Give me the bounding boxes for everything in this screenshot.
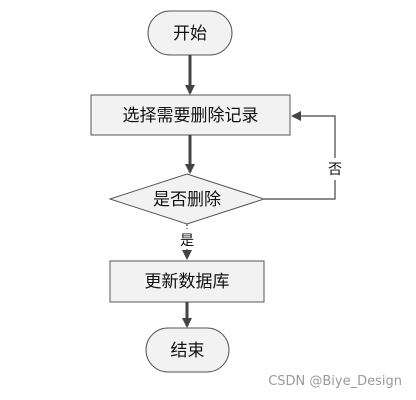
start-node: 开始 (147, 10, 233, 56)
select-record-label: 选择需要删除记录 (123, 106, 259, 126)
watermark-text: CSDN @Biye_Design (268, 374, 402, 389)
end-label: 结束 (171, 341, 205, 361)
start-label: 开始 (173, 24, 207, 44)
end-node: 结束 (145, 327, 230, 373)
arrow-no-loop (264, 111, 336, 200)
yes-label-bg (176, 229, 198, 249)
select-record-node: 选择需要删除记录 (90, 94, 291, 136)
select-record-shape (90, 94, 291, 136)
no-label-bg (326, 158, 344, 180)
decision-label: 是否删除 (153, 190, 221, 210)
update-db-label: 更新数据库 (145, 272, 230, 292)
end-shape (145, 327, 230, 373)
decision-node: 是否删除 (108, 173, 266, 225)
no-label: 否 (328, 162, 342, 178)
update-db-node: 更新数据库 (109, 260, 265, 303)
yes-label: 是 (180, 233, 194, 249)
